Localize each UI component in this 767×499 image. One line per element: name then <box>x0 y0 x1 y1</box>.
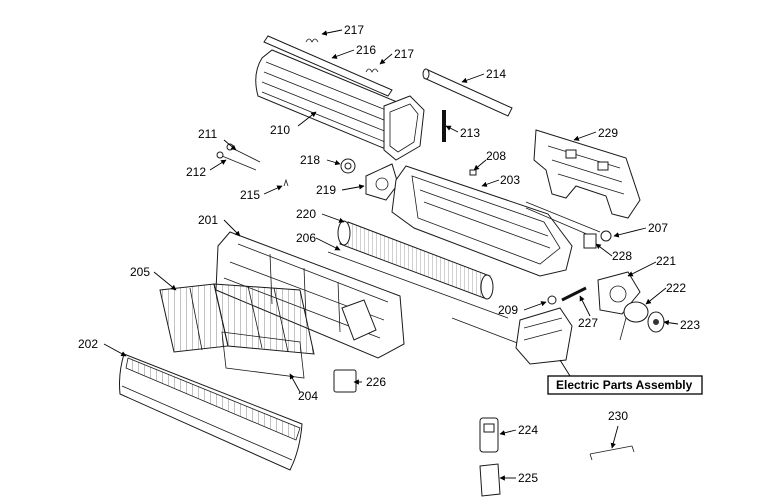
part-206-swing-rod <box>327 251 521 345</box>
part-215-clip <box>283 178 289 187</box>
label-224: 224 <box>518 423 538 437</box>
part-201-main-body <box>215 231 405 359</box>
electric-parts-assembly-label: Electric Parts Assembly <box>556 378 693 392</box>
label-206: 206 <box>296 231 316 245</box>
label-201: 201 <box>198 213 218 227</box>
part-208-small-part <box>469 169 477 176</box>
part-216-top-strip <box>263 35 393 97</box>
part-217-clip-left <box>305 38 319 43</box>
electric-parts-assembly-callout: Electric Parts Assembly <box>547 375 703 395</box>
part-224-remote-control <box>479 417 499 453</box>
label-202: 202 <box>78 337 98 351</box>
label-212: 212 <box>186 165 206 179</box>
label-220: 220 <box>296 207 316 221</box>
label-222: 222 <box>666 281 686 295</box>
label-203: 203 <box>500 173 520 187</box>
label-214: 214 <box>486 67 506 81</box>
label-208: 208 <box>486 149 506 163</box>
label-225: 225 <box>518 471 538 485</box>
part-228-connector <box>583 233 597 249</box>
part-223-fan-disc <box>647 311 665 333</box>
part-labels: 217 216 217 214 210 213 229 211 212 218 … <box>78 23 700 485</box>
label-210: 210 <box>270 123 290 137</box>
label-219: 219 <box>316 183 336 197</box>
label-211: 211 <box>198 127 217 141</box>
label-209: 209 <box>498 303 518 317</box>
part-210-front-panel <box>255 49 425 161</box>
part-220-crossflow-fan <box>337 220 494 300</box>
label-215: 215 <box>240 188 260 202</box>
part-212-sensor <box>216 151 257 171</box>
part-217-clip-right <box>365 68 379 73</box>
part-226-cover <box>333 369 357 393</box>
part-227-rod <box>561 286 587 302</box>
part-202-front-grille <box>119 353 303 471</box>
label-207: 207 <box>648 221 668 235</box>
label-216: 216 <box>356 43 376 57</box>
label-221: 221 <box>656 254 676 268</box>
label-223: 223 <box>680 318 700 332</box>
label-227: 227 <box>578 316 598 330</box>
part-219-bearing-housing <box>365 163 399 201</box>
part-205-air-filters <box>159 283 315 355</box>
label-205: 205 <box>130 265 150 279</box>
label-228: 228 <box>612 249 632 263</box>
label-204: 204 <box>298 389 318 403</box>
part-222-motor <box>619 301 649 341</box>
label-213: 213 <box>460 126 480 140</box>
leader-lines <box>103 29 679 481</box>
label-217-top: 217 <box>344 23 364 37</box>
part-203-chassis <box>391 165 573 277</box>
label-217-right: 217 <box>394 47 414 61</box>
part-230-cable <box>589 445 635 461</box>
part-214-pipe <box>422 68 513 117</box>
part-225-remote-holder <box>479 463 501 497</box>
label-230: 230 <box>608 409 628 423</box>
part-209-small-part <box>547 295 557 305</box>
part-229-mounting-plate <box>533 129 641 219</box>
label-218: 218 <box>300 153 320 167</box>
label-226: 226 <box>366 375 386 389</box>
part-electric-box <box>515 307 573 365</box>
part-204-filter-frame <box>221 331 305 379</box>
part-218-motor <box>340 158 356 174</box>
part-213-bar <box>442 110 446 142</box>
part-207-pipe <box>525 201 612 242</box>
label-229: 229 <box>598 126 618 140</box>
